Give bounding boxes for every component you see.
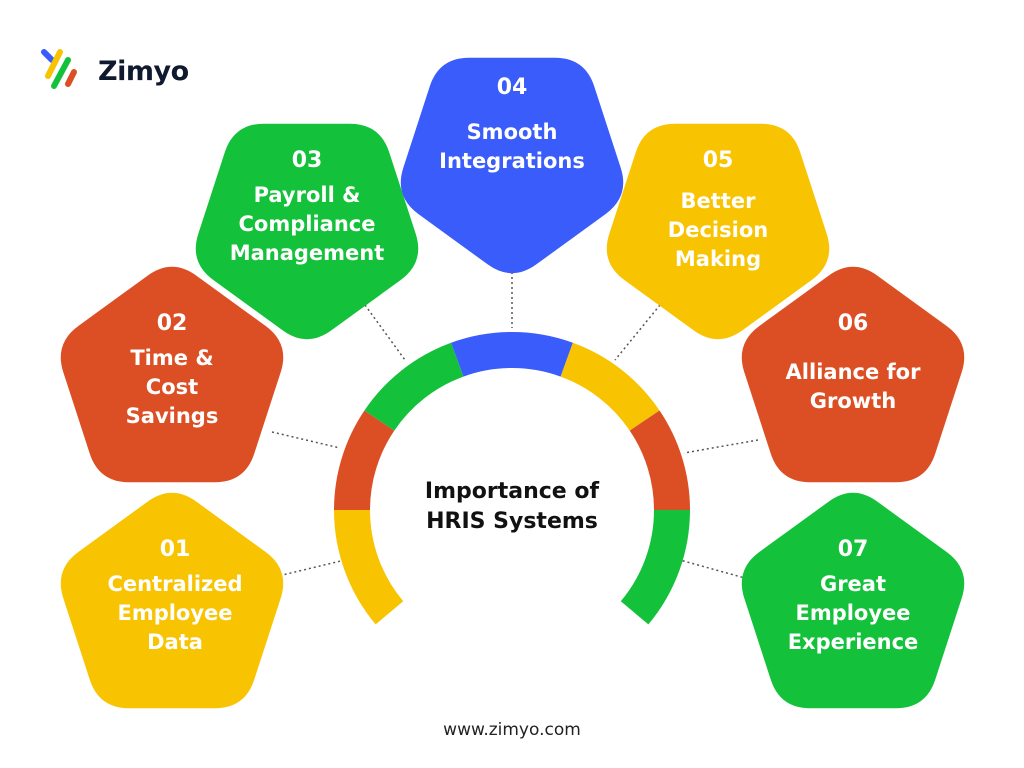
center-title: Importance of HRIS Systems bbox=[392, 477, 632, 537]
node-02-line3: Savings bbox=[125, 404, 219, 428]
node-04-line1: Smooth bbox=[466, 120, 558, 144]
node-03-line1: Payroll & bbox=[253, 183, 361, 207]
brand-name: Zimyo bbox=[98, 55, 189, 87]
node-02-line2: Cost bbox=[145, 375, 199, 399]
node-01: 01 Centralized Employee Data bbox=[55, 535, 295, 657]
node-01-number: 01 bbox=[159, 537, 191, 562]
node-01-line2: Employee bbox=[117, 601, 233, 625]
center-title-line1: Importance of bbox=[424, 479, 600, 504]
node-01-line3: Data bbox=[147, 630, 203, 654]
node-05-line1: Better bbox=[680, 189, 756, 213]
node-06-number: 06 bbox=[837, 311, 869, 336]
node-04-line2: Integrations bbox=[439, 149, 585, 173]
zimyo-logo-icon bbox=[41, 49, 77, 89]
node-06-line1: Alliance for bbox=[785, 360, 921, 384]
node-01-line1: Centralized bbox=[107, 572, 243, 596]
arc-segment-04 bbox=[451, 332, 573, 377]
node-06: 06 Alliance for Growth bbox=[733, 309, 973, 416]
node-04-pentagon bbox=[400, 57, 624, 274]
node-03-line2: Compliance bbox=[238, 212, 376, 236]
connector-03 bbox=[364, 304, 406, 361]
arc-segment-07 bbox=[620, 510, 690, 625]
arc-segment-03 bbox=[364, 342, 464, 431]
connector-06 bbox=[683, 439, 759, 454]
node-06-pentagon bbox=[741, 266, 965, 483]
node-02-pentagon bbox=[60, 266, 284, 483]
node-01-pentagon bbox=[60, 492, 284, 709]
arc-segment-02 bbox=[334, 410, 395, 510]
node-04: 04 Smooth Integrations bbox=[392, 73, 632, 176]
node-05: 05 Better Decision Making bbox=[598, 146, 838, 274]
node-02-line1: Time & bbox=[130, 346, 214, 370]
center-title-line2: HRIS Systems bbox=[426, 509, 598, 534]
node-05-line2: Decision bbox=[667, 218, 769, 242]
node-07-line1: Great bbox=[819, 572, 887, 596]
node-04-number: 04 bbox=[496, 75, 528, 100]
node-03: 03 Payroll & Compliance Management bbox=[187, 146, 427, 268]
node-07: 07 Great Employee Experience bbox=[733, 535, 973, 657]
node-07-number: 07 bbox=[837, 537, 869, 562]
node-02-number: 02 bbox=[156, 311, 188, 336]
node-05-pentagon bbox=[606, 123, 830, 340]
website-url: www.zimyo.com bbox=[443, 720, 581, 740]
node-07-line3: Experience bbox=[787, 630, 919, 654]
node-03-pentagon bbox=[195, 123, 419, 340]
arc-segment-01 bbox=[334, 510, 404, 625]
zimyo-logo: Zimyo bbox=[38, 46, 189, 96]
node-02: 02 Time & Cost Savings bbox=[52, 309, 292, 431]
arc-segment-06 bbox=[629, 410, 690, 510]
node-07-line2: Employee bbox=[795, 601, 911, 625]
node-07-pentagon bbox=[741, 492, 965, 709]
arc-segment-05 bbox=[560, 342, 660, 431]
connector-05 bbox=[614, 304, 661, 361]
node-05-line3: Making bbox=[674, 247, 762, 271]
node-06-line2: Growth bbox=[809, 389, 897, 413]
node-05-number: 05 bbox=[702, 148, 734, 173]
node-03-number: 03 bbox=[291, 148, 323, 173]
node-03-line3: Management bbox=[229, 241, 385, 265]
connector-02 bbox=[271, 431, 341, 449]
